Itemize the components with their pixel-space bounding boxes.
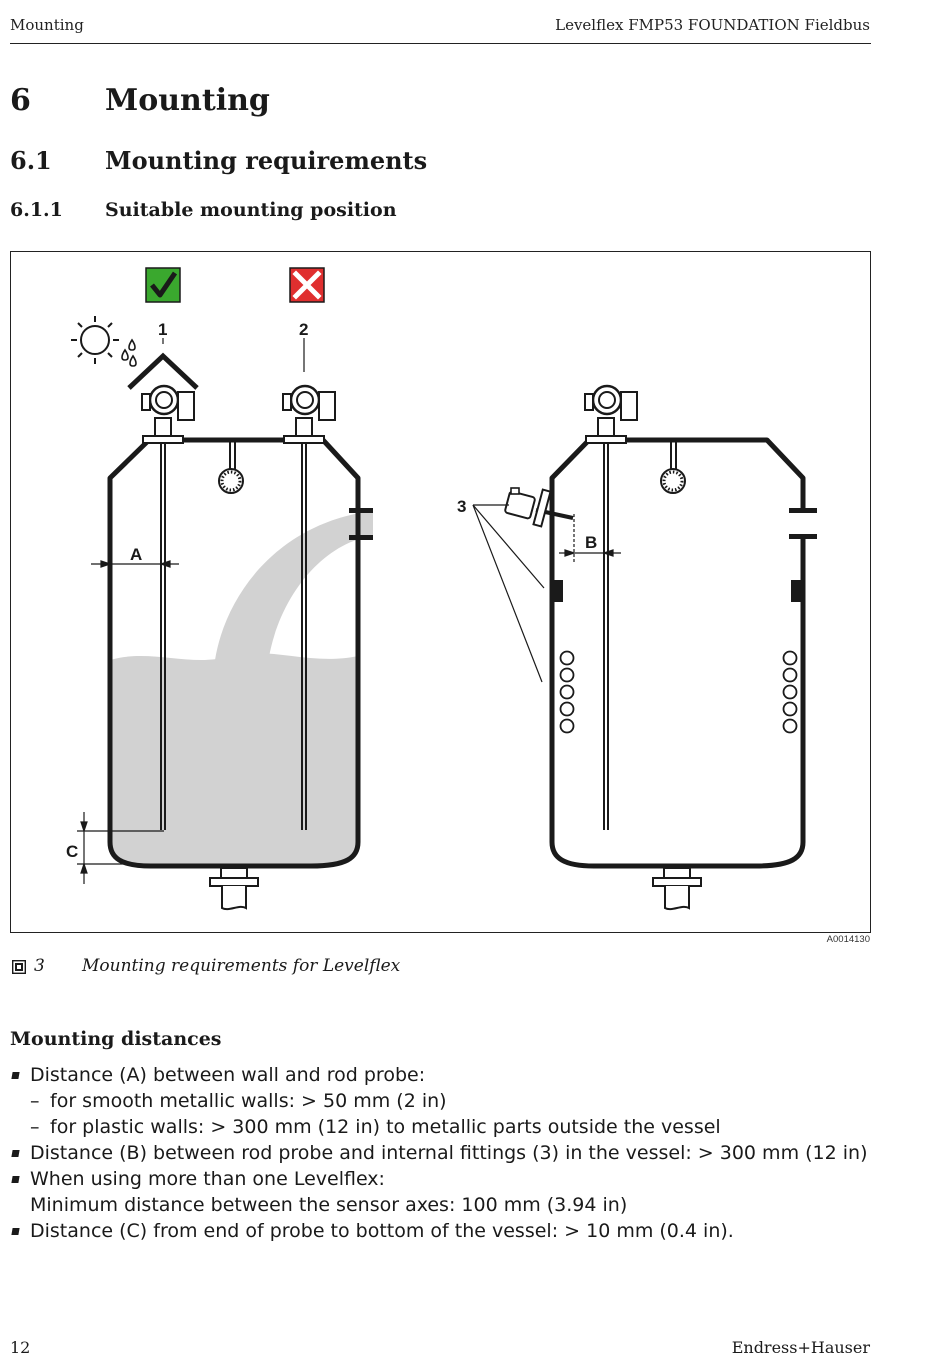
wall-fitting-right (791, 580, 802, 602)
bottom-outlet (209, 867, 259, 911)
spray-ball-right (660, 442, 686, 494)
label-a: A (130, 545, 142, 564)
running-header-section: Mounting (10, 16, 84, 34)
probe-right (584, 384, 638, 830)
running-header-product: Levelflex FMP53 FOUNDATION Fieldbus (555, 16, 870, 34)
spray-ball-left (218, 442, 244, 494)
mounting-diagram: 1 2 3 A B C (66, 267, 817, 911)
list-item-text: Distance (C) from end of probe to bottom… (30, 1220, 734, 1242)
list-item: Distance (A) between wall and rod probe: (10, 1062, 880, 1088)
vessel-wall (107, 437, 361, 869)
bullet-icon (11, 1150, 20, 1157)
probe-2 (282, 384, 336, 830)
figure-caption: Mounting requirements for Levelflex (82, 956, 401, 976)
label-c: C (66, 842, 78, 861)
chapter-title: Mounting (105, 83, 270, 118)
figure-code: A0014130 (826, 934, 870, 945)
mounting-distances-title: Mounting distances (10, 1028, 222, 1050)
list-item-text: Distance (A) between wall and rod probe: (30, 1064, 426, 1086)
inflow-stream (215, 511, 373, 660)
side-nozzle-right-lower (789, 534, 817, 539)
list-item-text: When using more than one Levelflex: (30, 1168, 385, 1190)
dimension-c (77, 812, 164, 884)
subsection-number: 6.1.1 (10, 199, 63, 221)
brand-name: Endress+Hauser (731, 1338, 870, 1357)
list-item-text: Minimum distance between the sensor axes… (30, 1194, 628, 1216)
list-subitem-text: for plastic walls: > 300 mm (12 in) to m… (50, 1116, 721, 1138)
heating-coil-left (559, 650, 575, 734)
left-vessel (71, 316, 373, 911)
weather-roof (127, 352, 199, 390)
probe-1 (141, 384, 195, 830)
section-number: 6.1 (10, 146, 52, 175)
sun-icon (71, 316, 119, 364)
wall-fitting-left (552, 580, 563, 602)
dimension-a (91, 560, 179, 568)
internal-fitting-instrument (504, 487, 574, 528)
label-1: 1 (158, 320, 167, 339)
bullet-icon (11, 1228, 20, 1235)
dash-marker: – (30, 1116, 40, 1138)
label-3: 3 (457, 497, 466, 516)
liquid-fill (110, 653, 358, 866)
cross-icon (289, 267, 325, 303)
check-icon (145, 267, 181, 303)
rain-icon (121, 338, 137, 367)
dash-marker: – (30, 1090, 40, 1112)
dimension-b (559, 514, 621, 564)
figure-icon (12, 960, 26, 974)
page-number: 12 (10, 1338, 31, 1357)
header-rule (10, 43, 871, 44)
list-item-text: Distance (B) between rod probe and inter… (30, 1142, 868, 1164)
heating-coil-right (782, 650, 798, 734)
right-vessel (472, 384, 817, 911)
bottom-outlet-right (652, 867, 702, 911)
side-nozzle-right (789, 508, 817, 513)
list-subitem: –for plastic walls: > 300 mm (12 in) to … (10, 1114, 880, 1140)
section-title: Mounting requirements (105, 146, 428, 175)
list-subitem-text: for smooth metallic walls: > 50 mm (2 in… (50, 1090, 447, 1112)
side-nozzle (349, 508, 373, 513)
label-2: 2 (299, 320, 308, 339)
label-b: B (585, 533, 597, 552)
list-item-continuation: Minimum distance between the sensor axes… (10, 1192, 880, 1218)
list-item: When using more than one Levelflex: (10, 1166, 880, 1192)
side-nozzle-lower (349, 535, 373, 540)
chapter-number: 6 (10, 83, 31, 118)
bullet-icon (11, 1072, 20, 1079)
vessel-wall-right (549, 437, 806, 869)
mounting-distances-list: Distance (A) between wall and rod probe:… (10, 1062, 880, 1244)
mounting-figure: 1 2 3 A B C (10, 251, 871, 933)
list-subitem: –for smooth metallic walls: > 50 mm (2 i… (10, 1088, 880, 1114)
bullet-icon (11, 1176, 20, 1183)
subsection-title: Suitable mounting position (105, 199, 397, 221)
list-item: Distance (B) between rod probe and inter… (10, 1140, 880, 1166)
list-item: Distance (C) from end of probe to bottom… (10, 1218, 880, 1244)
figure-number: 3 (34, 956, 45, 976)
leader-3 (472, 504, 545, 683)
